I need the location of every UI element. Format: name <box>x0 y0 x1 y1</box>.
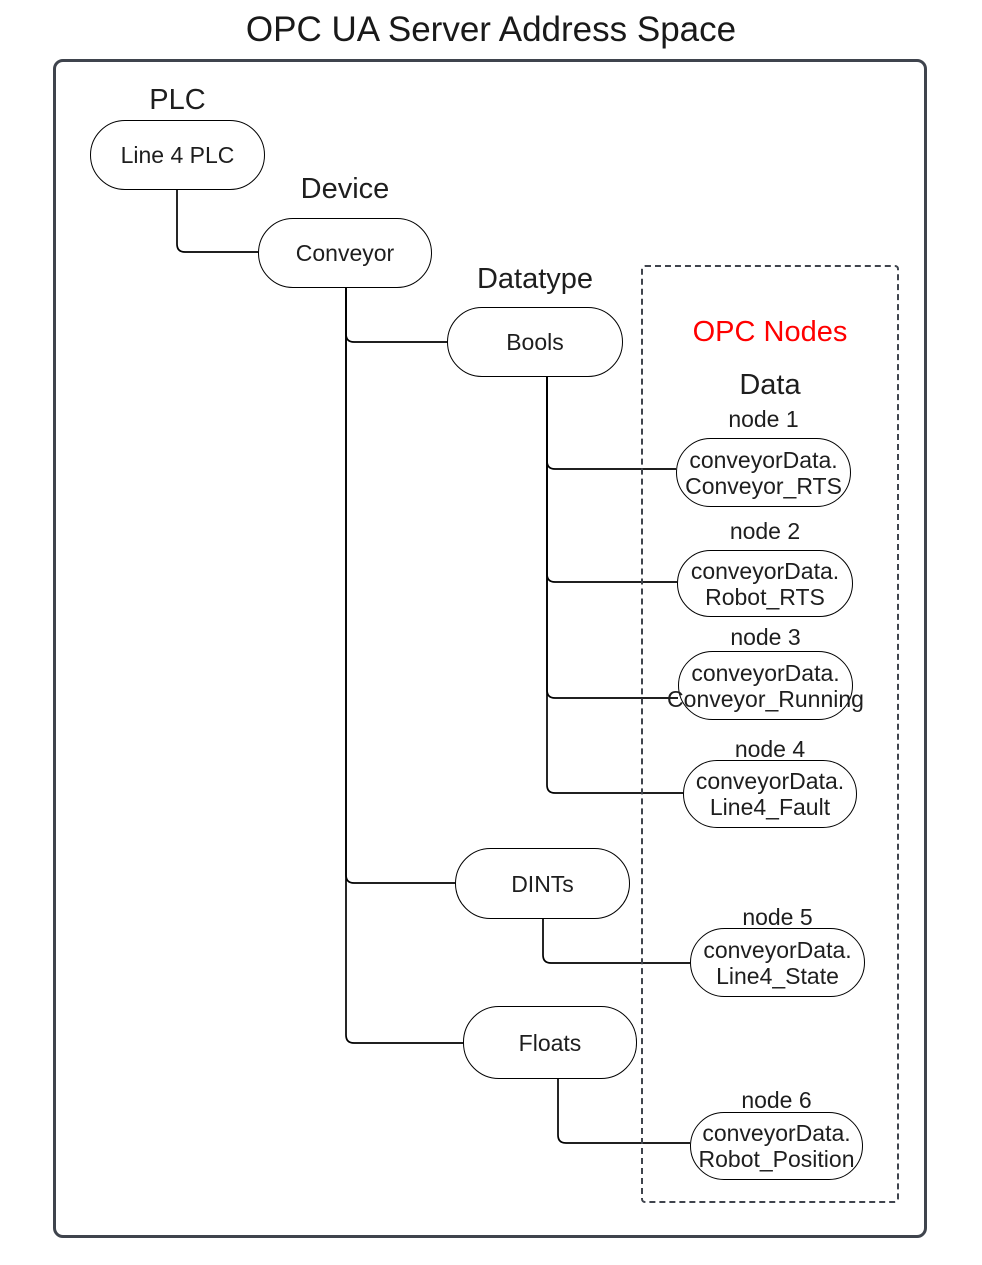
datatype-node-floats: Floats <box>463 1006 637 1079</box>
plc-node-label: Line 4 PLC <box>120 142 235 168</box>
floats-node-label: Floats <box>518 1029 582 1056</box>
opc-node-2: conveyorData. Robot_RTS <box>677 550 853 617</box>
bools-node-label: Bools <box>506 329 564 355</box>
node-6-label: node 6 <box>741 1087 812 1113</box>
node-2-label: node 2 <box>729 518 801 544</box>
opc-node-3: conveyorData. Conveyor_Running <box>667 651 864 720</box>
dints-node-label: DINTs <box>511 870 574 897</box>
opc-node-4-name: conveyorData. Line4_Fault <box>695 768 845 820</box>
datatype-section-label: Datatype <box>476 263 594 295</box>
datatype-node-dints: DINTs <box>455 848 630 919</box>
plc-node: Line 4 PLC <box>90 120 265 190</box>
node-5-label: node 5 <box>742 904 813 930</box>
opc-node-3-name: conveyorData. Conveyor_Running <box>667 659 864 712</box>
node-3-label: node 3 <box>730 624 801 650</box>
opc-node-1: conveyorData. Conveyor_RTS <box>676 438 851 507</box>
opc-node-2-name: conveyorData. Robot_RTS <box>690 557 840 610</box>
opc-node-6-name: conveyorData. Robot_Position <box>698 1120 855 1172</box>
node-4-label: node 4 <box>734 736 806 762</box>
data-section-label: Data <box>739 369 801 401</box>
opc-node-5: conveyorData. Line4_State <box>690 928 865 997</box>
page-title: OPC UA Server Address Space <box>245 10 737 49</box>
node-1-label: node 1 <box>728 406 799 432</box>
opc-node-4: conveyorData. Line4_Fault <box>683 760 857 828</box>
device-node-label: Conveyor <box>295 240 395 266</box>
opc-node-5-name: conveyorData. Line4_State <box>703 936 852 989</box>
address-space-frame <box>53 59 927 1238</box>
opc-node-6: conveyorData. Robot_Position <box>690 1112 863 1180</box>
datatype-node-bools: Bools <box>447 307 623 377</box>
plc-section-label: PLC <box>149 84 206 116</box>
device-section-label: Device <box>300 173 390 205</box>
device-node: Conveyor <box>258 218 432 288</box>
opc-nodes-section-label: OPC Nodes <box>692 316 848 348</box>
opc-node-1-name: conveyorData. Conveyor_RTS <box>685 446 842 499</box>
opc-nodes-panel <box>641 265 899 1203</box>
